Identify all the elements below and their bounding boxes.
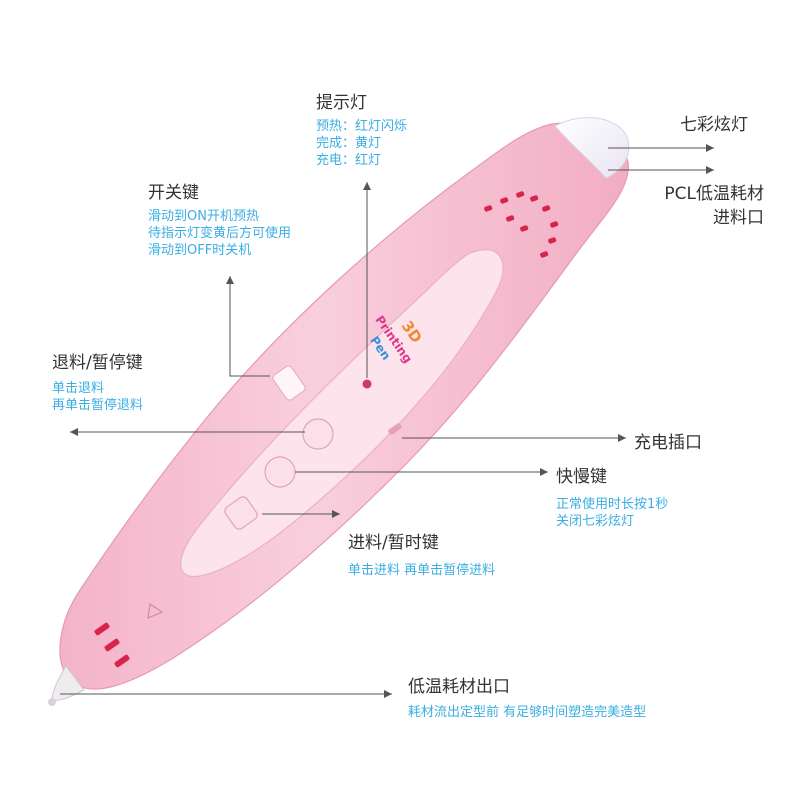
- triangle-mark: [147, 602, 164, 619]
- indicator-desc-line: 预热：红灯闪烁: [316, 119, 408, 134]
- outlet-desc-line: 耗材流出定型前 有足够时间塑造完美造型: [408, 705, 647, 720]
- callout-arrows: [70, 144, 714, 698]
- speed-desc-line: 正常使用时长按1秒: [556, 497, 669, 512]
- feed-desc-line: 单击进料 再单击暂停进料: [348, 563, 496, 578]
- nozzle-end: [48, 698, 56, 706]
- indicator-led: [362, 379, 372, 389]
- indicator-desc-line: 充电：红灯: [316, 153, 382, 168]
- power-desc-line: 滑动到ON开机预热: [148, 209, 259, 224]
- light-cap: [554, 117, 630, 179]
- indicator-desc: 预热：红灯闪烁 完成：黄灯 充电：红灯: [316, 118, 407, 169]
- pen: 3D Printing Pen: [48, 117, 630, 706]
- power-desc-line: 待指示灯变黄后方可使用: [148, 226, 292, 241]
- upper-vents: [484, 191, 559, 258]
- power-title: 开关键: [148, 183, 199, 203]
- power-line: [229, 276, 270, 377]
- retract-button[interactable]: [302, 418, 334, 450]
- outlet-title: 低温耗材出口: [408, 677, 510, 697]
- indicator-title: 提示灯: [316, 93, 367, 113]
- retract-desc-line: 再单击暂停退料: [52, 398, 144, 413]
- center-panel: [180, 249, 504, 578]
- feed-title: 进料/暂时键: [348, 533, 439, 553]
- retract-desc-line: 单击退料: [52, 381, 105, 396]
- filament-in-label: PCL低温耗材 进料口: [628, 182, 764, 230]
- charge-title: 充电插口: [634, 433, 702, 453]
- power-desc: 滑动到ON开机预热 待指示灯变黄后方可使用 滑动到OFF时关机: [148, 208, 291, 259]
- retract-title: 退料/暂停键: [52, 353, 143, 373]
- feed-desc: 单击进料 再单击暂停进料: [348, 562, 495, 579]
- outlet-desc: 耗材流出定型前 有足够时间塑造完美造型: [408, 704, 646, 721]
- light-title: 七彩炫灯: [680, 115, 748, 135]
- feed-button[interactable]: [223, 495, 259, 531]
- speed-desc: 正常使用时长按1秒 关闭七彩炫灯: [556, 496, 668, 530]
- filament-in-line: PCL低温耗材: [664, 184, 764, 204]
- power-desc-line: 滑动到OFF时关机: [148, 243, 252, 258]
- power-slider[interactable]: [271, 364, 306, 401]
- filament-in-line: 进料口: [713, 208, 764, 228]
- lower-vents: [94, 622, 130, 668]
- charge-port: [388, 423, 402, 435]
- speed-button[interactable]: [264, 456, 296, 488]
- speed-title: 快慢键: [556, 467, 607, 487]
- callout-lines: [60, 147, 714, 695]
- speed-desc-line: 关闭七彩炫灯: [556, 514, 635, 529]
- nozzle-tip: [51, 665, 85, 701]
- indicator-desc-line: 完成：黄灯: [316, 136, 382, 151]
- retract-desc: 单击退料 再单击暂停退料: [52, 380, 143, 414]
